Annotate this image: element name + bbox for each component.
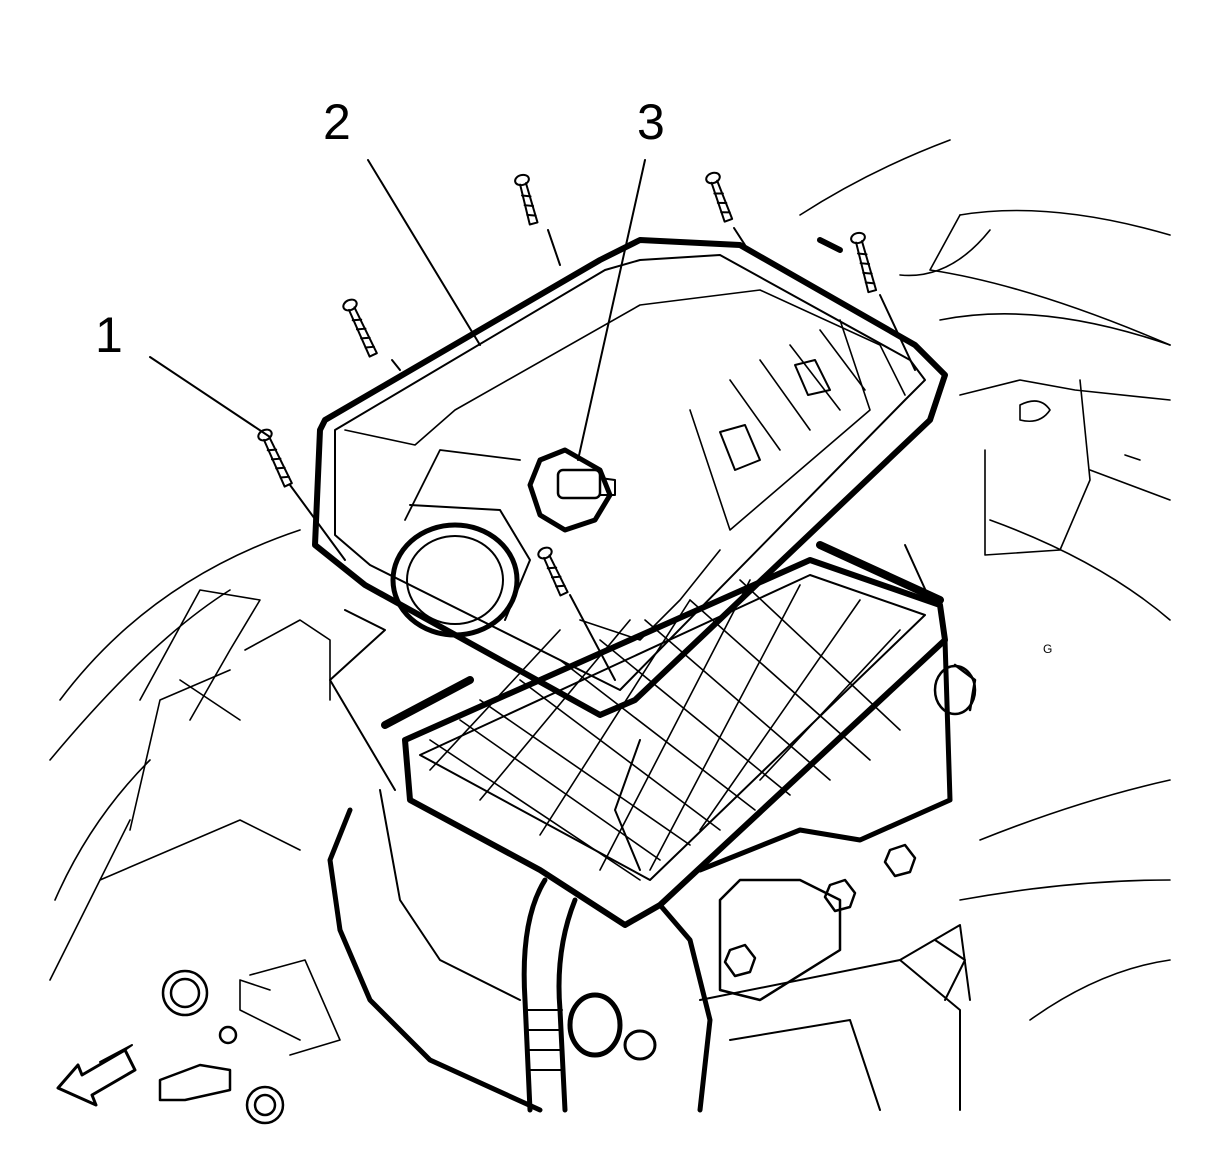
air-intake-duct bbox=[390, 449, 531, 638]
callout-1: 1 bbox=[95, 307, 123, 363]
hex-bolts bbox=[158, 663, 977, 1125]
cover-screws bbox=[257, 171, 878, 597]
leader-line-1 bbox=[149, 356, 271, 438]
callout-leader-lines bbox=[149, 159, 646, 461]
mass-airflow-sensor bbox=[527, 447, 616, 533]
screw bbox=[342, 298, 378, 358]
small-mark: G bbox=[1043, 642, 1052, 656]
screw bbox=[514, 173, 539, 226]
screw bbox=[705, 171, 734, 223]
leader-line-2 bbox=[367, 159, 481, 346]
screw bbox=[257, 428, 293, 488]
callout-2: 2 bbox=[323, 94, 351, 150]
air-filter-lower-housing bbox=[327, 541, 953, 1113]
leader-line-3 bbox=[577, 159, 646, 461]
engine-bay-background bbox=[49, 139, 1171, 1056]
engine-hardware bbox=[521, 877, 971, 1113]
screw bbox=[850, 231, 878, 294]
screw bbox=[537, 546, 569, 597]
air-cleaner-upper-cover bbox=[312, 237, 948, 718]
screw-alignment-lines bbox=[289, 227, 931, 871]
callout-3: 3 bbox=[637, 94, 665, 150]
front-direction-arrow-icon bbox=[56, 1044, 137, 1107]
